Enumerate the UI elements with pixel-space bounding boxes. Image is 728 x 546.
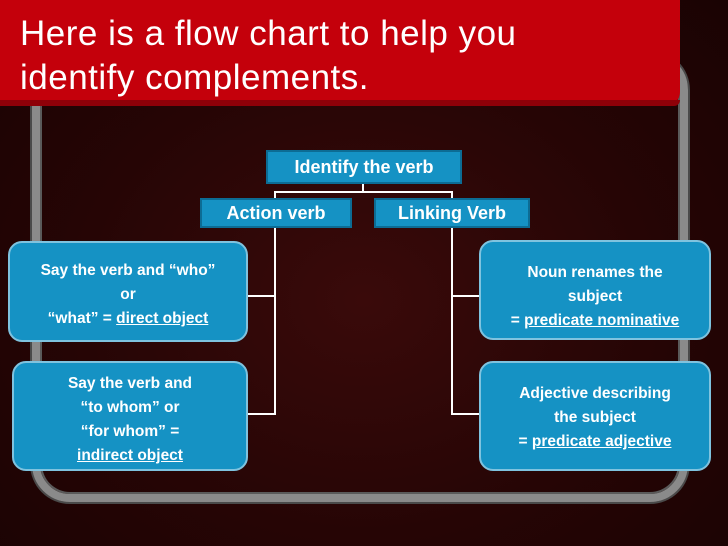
slide-title: Here is a flow chart to help you identif… [20, 12, 670, 100]
indirect-object-line-1: Say the verb and [67, 375, 193, 392]
predicate-nominative-line-2: subject [567, 288, 623, 305]
direct-object-line-1: Say the verb and “who” [40, 262, 216, 279]
direct-object-prefix: “what” = [47, 310, 117, 327]
node-linking-verb-label: Linking Verb [397, 203, 507, 223]
slide-title-line-1: Here is a flow chart to help you [20, 14, 517, 53]
node-identify-the-verb: Identify the verb [266, 150, 462, 184]
direct-object-line-2: or [120, 286, 136, 303]
node-predicate-nominative: Noun renames the subject = predicate nom… [479, 240, 711, 340]
connector-branch-horizontal [274, 191, 452, 193]
indirect-object-term: indirect object [77, 447, 183, 464]
direct-object-term: direct object [116, 310, 209, 327]
connector-root-down [362, 183, 364, 192]
connector-to-predicate-nominative [451, 295, 480, 297]
node-linking-verb: Linking Verb [374, 198, 530, 228]
predicate-adjective-line-2: the subject [554, 409, 636, 426]
node-direct-object: Say the verb and “who” or “what” = direc… [8, 241, 248, 342]
predicate-nominative-term: predicate nominative [524, 312, 680, 329]
connector-to-direct-object [248, 295, 276, 297]
predicate-nominative-line-1: Noun renames the [527, 264, 663, 281]
node-action-verb-label: Action verb [226, 203, 326, 223]
predicate-nominative-line-3: = predicate nominative [481, 309, 709, 333]
predicate-adjective-prefix: = [518, 433, 532, 450]
title-bar [0, 0, 680, 106]
connector-linking-vertical [451, 226, 453, 414]
slide-title-line-2: identify complements. [20, 58, 369, 97]
connector-to-indirect-object [248, 413, 276, 415]
predicate-adjective-term: predicate adjective [531, 433, 672, 450]
direct-object-line-3: “what” = direct object [10, 307, 246, 331]
connector-to-action-verb [274, 191, 276, 199]
node-identify-the-verb-label: Identify the verb [294, 157, 434, 177]
indirect-object-line-2: “to whom” or [80, 399, 180, 416]
indirect-object-line-3: “for whom” = [80, 423, 180, 440]
connector-to-linking-verb [451, 191, 453, 199]
node-action-verb: Action verb [200, 198, 352, 228]
predicate-nominative-prefix: = [510, 312, 525, 329]
predicate-adjective-line-1: Adjective describing [519, 385, 671, 402]
connector-action-vertical [274, 226, 276, 414]
predicate-adjective-line-3: = predicate adjective [481, 430, 709, 454]
node-predicate-adjective: Adjective describing the subject = predi… [479, 361, 711, 471]
connector-to-predicate-adjective [451, 413, 480, 415]
node-indirect-object: Say the verb and “to whom” or “for whom”… [12, 361, 248, 471]
